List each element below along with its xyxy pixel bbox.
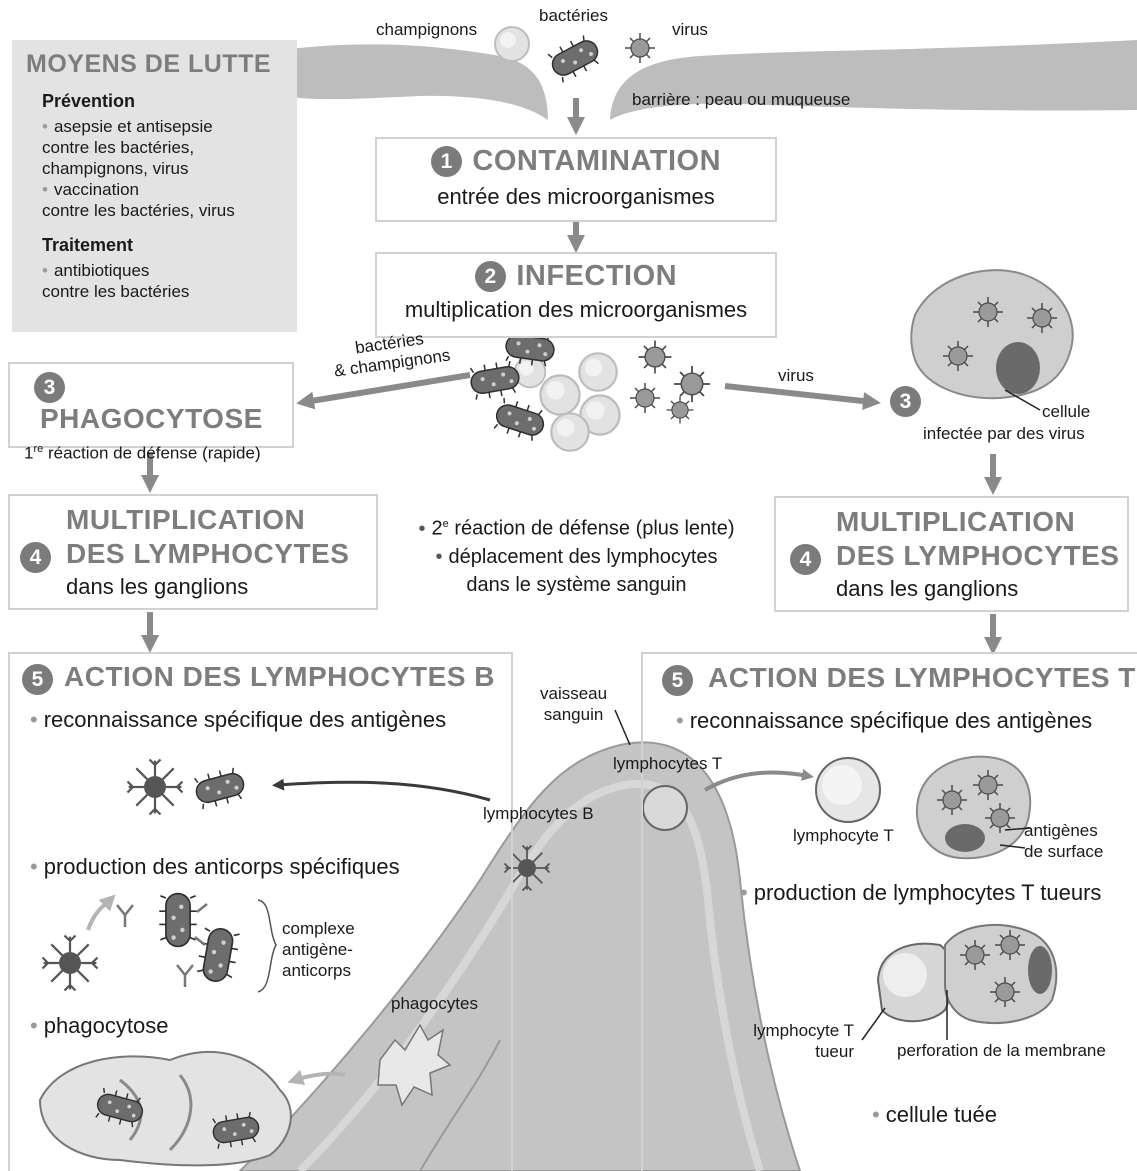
phagocytose-box: 3 PHAGOCYTOSE 1re réaction de défense (r…	[8, 362, 294, 448]
fungus-icon	[495, 27, 529, 61]
complex-label: complexe antigène- anticorps	[282, 918, 355, 981]
step-number-badge: 3	[890, 386, 921, 417]
label-bacteria: bactéries	[539, 6, 608, 26]
action-b-bullet-3: •phagocytose	[30, 1013, 168, 1039]
multiplication-right-box: MULTIPLICATION 4 DES LYMPHOCYTES dans le…	[774, 496, 1129, 612]
microbe-cluster	[468, 328, 710, 451]
treatment-heading: Traitement	[42, 235, 283, 256]
center-note-line3: dans le système sanguin	[384, 571, 769, 599]
panel-title: MOYENS DE LUTTE	[26, 50, 283, 79]
arrow-to-infected-cell	[725, 386, 872, 402]
vessel-pointer	[615, 710, 630, 745]
multiplication-left-line1: MULTIPLICATION	[66, 504, 305, 536]
phagocytose-desc: 1re réaction de défense (rapide)	[24, 443, 292, 464]
label-phagocytes: phagocytes	[391, 994, 478, 1014]
infected-cell-label-2: infectée par des virus	[923, 424, 1085, 444]
arrow-to-phagocytose	[305, 375, 470, 402]
label-membrane-perforation: perforation de la membrane	[897, 1041, 1106, 1061]
infection-desc: multiplication des microorganismes	[377, 297, 775, 323]
action-t-bullet-1: •reconnaissance spécifique des antigènes	[676, 708, 1092, 734]
action-b-bullet-1: •reconnaissance spécifique des antigènes	[30, 707, 446, 733]
prevention-item-vaccination: vaccination	[54, 180, 139, 199]
treatment-list: •antibiotiques contre les bactéries	[42, 260, 283, 302]
multiplication-right-line2: DES LYMPHOCYTES	[836, 540, 1119, 572]
step-number-badge: 4	[790, 544, 821, 575]
treatment-item-antibiotics: antibiotiques	[54, 261, 149, 280]
step-number-badge: 2	[475, 261, 506, 292]
multiplication-left-box: MULTIPLICATION 4 DES LYMPHOCYTES dans le…	[8, 494, 378, 610]
prevention-item-asepsis-target: contre les bactéries, champignons, virus	[42, 137, 242, 179]
phagocytose-title: PHAGOCYTOSE	[40, 403, 263, 434]
label-vessel: vaisseau sanguin	[540, 683, 607, 725]
prevention-heading: Prévention	[42, 91, 283, 112]
contamination-title: CONTAMINATION	[472, 145, 721, 177]
center-note-line2: •déplacement des lymphocytes	[384, 543, 769, 571]
label-lymphocytes-t-vessel: lymphocytes T	[613, 754, 722, 774]
prevention-list: •asepsie et antisepsie contre les bactér…	[42, 116, 283, 221]
step-number-badge: 1	[431, 146, 462, 177]
infection-box: 2 INFECTION multiplication des microorga…	[375, 252, 777, 338]
multiplication-left-line2: DES LYMPHOCYTES	[66, 538, 349, 570]
label-lymphocyte-t: lymphocyte T	[793, 826, 894, 846]
step-number-badge: 4	[20, 542, 51, 573]
prevention-item-vaccination-target: contre les bactéries, virus	[42, 200, 283, 221]
contamination-box: 1 CONTAMINATION entrée des microorganism…	[375, 137, 777, 222]
virus-icon	[625, 33, 655, 63]
arrow-label-right: virus	[778, 366, 814, 386]
prevention-panel: MOYENS DE LUTTE Prévention •asepsie et a…	[12, 40, 297, 332]
center-note-line1: •2e réaction de défense (plus lente)	[384, 510, 769, 543]
multiplication-right-line1: MULTIPLICATION	[836, 506, 1075, 538]
action-t-bullet-2: •production de lymphocytes T tueurs	[740, 880, 1101, 906]
prevention-item-asepsis: asepsie et antisepsie	[54, 117, 213, 136]
action-t-title: ACTION DES LYMPHOCYTES T	[708, 662, 1136, 694]
step-number-badge: 5	[662, 665, 693, 696]
infected-cell-illustration	[911, 270, 1072, 410]
label-fungi: champignons	[376, 20, 477, 40]
action-b-title: ACTION DES LYMPHOCYTES B	[64, 661, 495, 693]
contamination-desc: entrée des microorganismes	[377, 184, 775, 210]
label-virus: virus	[672, 20, 708, 40]
infected-cell-label-1: cellule	[1042, 402, 1090, 422]
label-killer-t: lymphocyte T tueur	[746, 1020, 854, 1062]
action-t-bullet-3: •cellule tuée	[872, 1102, 997, 1128]
center-note: •2e réaction de défense (plus lente) •dé…	[384, 510, 769, 599]
infection-title: INFECTION	[516, 260, 677, 292]
label-lymphocytes-b-vessel: lymphocytes B	[483, 804, 594, 824]
treatment-item-antibiotics-target: contre les bactéries	[42, 281, 283, 302]
step-number-badge: 5	[22, 664, 53, 695]
label-barrier: barrière : peau ou muqueuse	[632, 90, 850, 110]
label-surface-antigens: antigènes de surface	[1024, 820, 1103, 862]
multiplication-right-line3: dans les ganglions	[836, 576, 1018, 602]
action-b-bullet-2: •production des anticorps spécifiques	[30, 854, 400, 880]
step-number-badge: 3	[34, 372, 65, 403]
multiplication-left-line3: dans les ganglions	[66, 574, 248, 600]
bacterium-icon	[546, 32, 604, 85]
